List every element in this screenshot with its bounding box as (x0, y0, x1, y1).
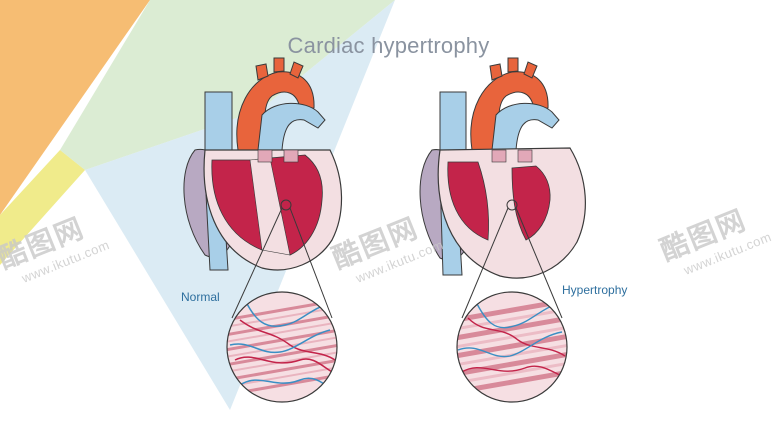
valve-left (257, 149, 273, 163)
pulmonary-artery (257, 102, 326, 151)
heart-hypertrophy (419, 57, 586, 279)
valve-right-h (517, 149, 533, 163)
pulmonary-artery-h (491, 102, 560, 151)
heart-normal (183, 57, 343, 271)
page-title: Cardiac hypertrophy (287, 33, 490, 58)
zoom-line-left-hyper (461, 207, 509, 319)
label-normal: Normal (181, 290, 220, 304)
zoom-line-right-hyper (515, 207, 563, 319)
sample-point (280, 199, 292, 211)
valve-left-h (491, 149, 507, 163)
aorta (236, 71, 315, 151)
valve-right (283, 149, 299, 163)
wedge-orange (0, 0, 150, 215)
aorta-h (470, 71, 549, 151)
wedge-yellow (0, 150, 85, 265)
tissue-magnified-normal (226, 291, 338, 403)
label-hypertrophy: Hypertrophy (562, 283, 628, 297)
right-ventricle-h (447, 161, 489, 241)
aorta-branches (255, 57, 304, 81)
zoom-line-right-normal (289, 207, 333, 319)
aorta-branches-h (489, 57, 538, 81)
sample-point-h (506, 199, 518, 211)
wedge-green (60, 0, 395, 170)
tissue-magnified-hypertrophy (456, 291, 568, 403)
zoom-line-left-normal (231, 207, 283, 319)
